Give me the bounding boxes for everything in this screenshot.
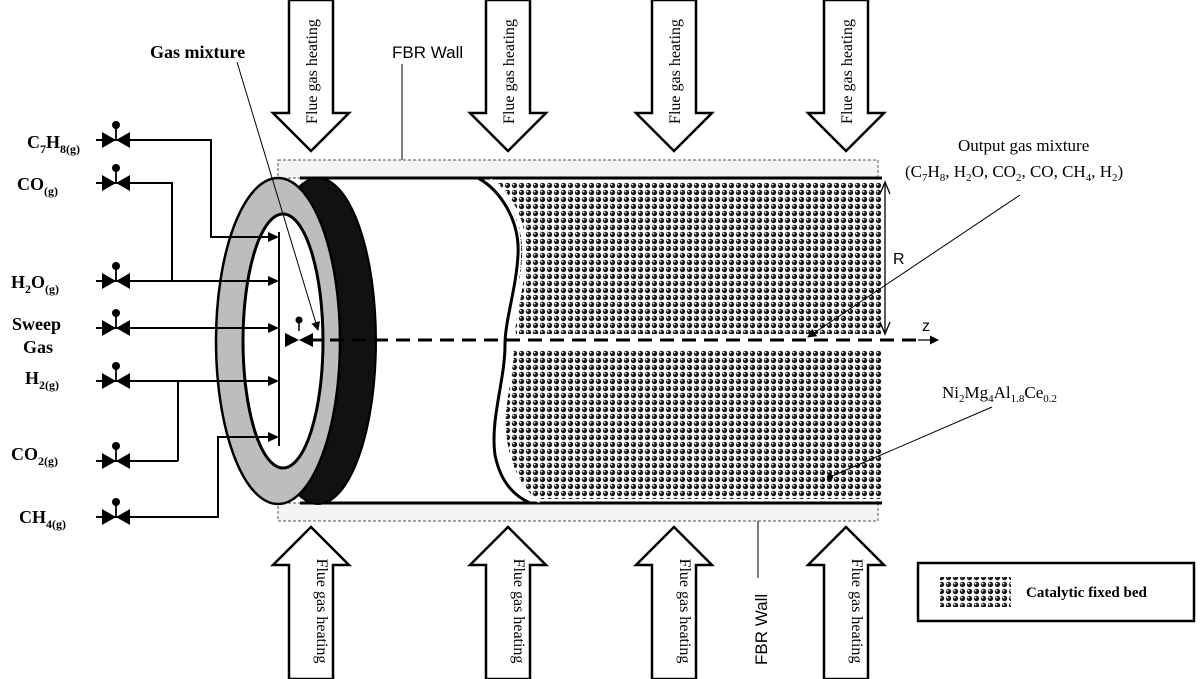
valve-c7h8: [96, 121, 130, 148]
output-species: (C7H8, H2O, CO2, CO, CH4, H2): [905, 162, 1123, 184]
catalyst-leader: [829, 406, 993, 478]
input-label-co: CO(g): [17, 174, 58, 198]
valve-co2: [96, 442, 130, 469]
heating-arrow-top-4: Flue gas heating: [804, 0, 888, 153]
legend-swatch: [940, 577, 1011, 607]
catalytic-bed-top: [492, 182, 882, 334]
inlet-valves: [96, 121, 130, 525]
input-label-h2: H2(g): [25, 368, 59, 392]
valve-co: [96, 164, 130, 191]
input-label-co2: CO2(g): [11, 444, 58, 468]
valve-h2o: [96, 262, 130, 289]
heating-arrow-label: Flue gas heating: [848, 559, 865, 664]
heating-arrow-label: Flue gas heating: [667, 19, 684, 124]
catalyst-label: Ni2Mg4Al1.8Ce0.2: [942, 383, 1057, 405]
valve-ch4: [96, 498, 130, 525]
heating-arrow-label: Flue gas heating: [501, 19, 518, 124]
manifold-arrowheads: [268, 232, 279, 442]
heating-arrow-label: Flue gas heating: [313, 559, 330, 664]
output-title: Output gas mixture: [958, 136, 1089, 155]
fbr-wall-top: [277, 159, 879, 179]
catalytic-bed-bottom: [505, 350, 882, 499]
radius-label: R: [893, 251, 905, 268]
fbr-wall-bottom: [277, 502, 879, 522]
radius-arrow-top: [879, 180, 891, 195]
heating-arrow-bottom-1: Flue gas heating: [269, 525, 353, 679]
legend-box: Catalytic fixed bed: [916, 561, 1196, 623]
heating-arrow-bottom-3: Flue gas heating: [632, 525, 716, 679]
catalyst-leader-dot: [827, 474, 833, 480]
input-label-sweep: Sweep: [12, 314, 61, 334]
heating-arrow-label: Flue gas heating: [304, 19, 321, 124]
valve-h2: [96, 362, 130, 389]
input-labels: C7H8(g) CO(g) H2O(g) Sweep Gas H2(g) CO2…: [11, 132, 80, 531]
heating-arrow-bottom-2: Flue gas heating: [466, 525, 550, 679]
heating-arrow-label: Flue gas heating: [839, 19, 856, 124]
input-label-ch4: CH4(g): [19, 507, 66, 531]
gas-mixture-leader: [236, 61, 320, 331]
inlet-manifold: [126, 139, 280, 518]
input-label-c7h8: C7H8(g): [27, 132, 80, 156]
heating-arrow-top-3: Flue gas heating: [632, 0, 716, 153]
bed-cut-edge-inner: [488, 178, 541, 503]
axis-valve: [285, 316, 313, 347]
heating-arrow-bottom-4: Flue gas heating: [804, 525, 888, 679]
heating-arrow-label: Flue gas heating: [676, 559, 693, 664]
heating-arrow-label: Flue gas heating: [510, 559, 527, 664]
output-leader: [807, 194, 1021, 338]
radius-arrow-bottom: [879, 321, 891, 336]
input-label-h2o: H2O(g): [11, 272, 59, 296]
heating-arrow-top-2: Flue gas heating: [466, 0, 550, 153]
fbr-wall-label-bottom: FBR Wall: [752, 594, 771, 665]
heating-arrow-top-1: Flue gas heating: [269, 0, 353, 153]
fbr-wall-label-top: FBR Wall: [392, 43, 463, 62]
bed-cut-edge: [477, 176, 531, 505]
axis-label: z: [922, 318, 930, 335]
legend-label: Catalytic fixed bed: [1026, 585, 1147, 601]
input-label-gas: Gas: [23, 337, 53, 357]
valve-sweep: [96, 309, 130, 336]
gas-mixture-label: Gas mixture: [150, 42, 245, 62]
